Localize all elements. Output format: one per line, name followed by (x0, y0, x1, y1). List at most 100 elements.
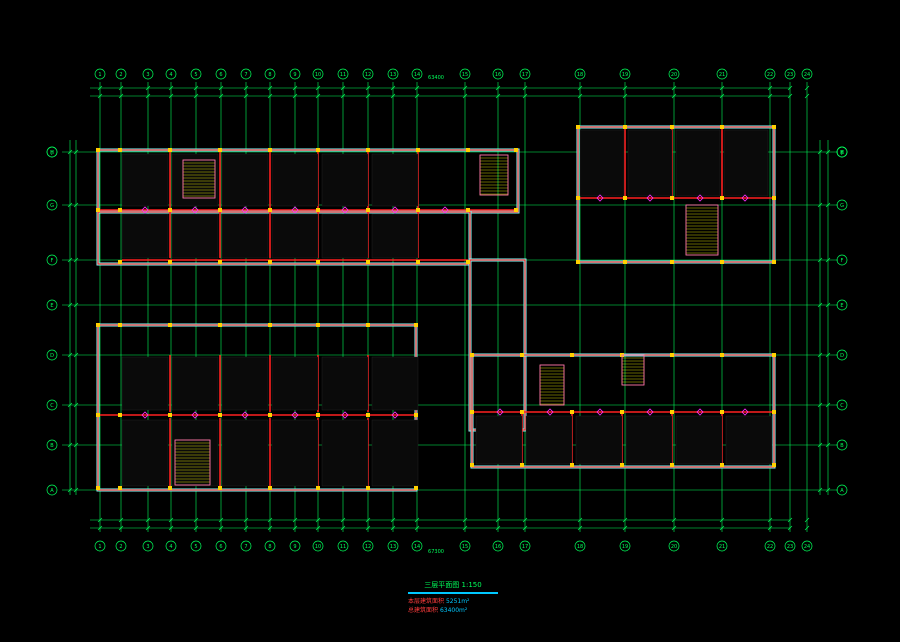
grid-bubble (337, 68, 349, 80)
dimension-tick (414, 517, 420, 523)
grid-bubble-label: A (840, 488, 844, 494)
column (316, 486, 320, 490)
room (371, 153, 419, 207)
dimension-tick (193, 93, 199, 99)
column (670, 410, 674, 414)
dimension-tick (193, 85, 199, 91)
column (168, 486, 172, 490)
dimension-tick (825, 487, 831, 493)
column (118, 208, 122, 212)
dimension-tick (73, 149, 79, 155)
grid-bubble (836, 254, 848, 266)
column (118, 148, 122, 152)
dimension-tick (315, 517, 321, 523)
dimension-tick (365, 93, 371, 99)
column (670, 196, 674, 200)
column (470, 410, 474, 414)
grid-bubble-label: D (50, 353, 54, 359)
dimension-tick (817, 202, 823, 208)
column (168, 413, 172, 417)
grid-bubble (337, 540, 349, 552)
grid-bubble (289, 540, 301, 552)
grid-bubble (46, 439, 58, 451)
grid-bubble-label: 2 (119, 72, 122, 78)
grid-bubble-label: 17 (522, 544, 528, 550)
column (520, 353, 524, 357)
grid-bubble-label: C (50, 403, 54, 409)
grid-bubble (411, 540, 423, 552)
column (772, 260, 776, 264)
drawing-title-block: 三层平面图 1:150 本层建筑面积 5251m² 总建筑面积 63400m² (408, 580, 498, 614)
connector-corridor-windows (468, 258, 527, 432)
wing-west-block-2 (97, 211, 471, 265)
grid-bubble-label: B (50, 443, 54, 449)
room (627, 129, 673, 197)
grid-bubble-label: 24 (804, 544, 810, 550)
dimension-tick (67, 202, 73, 208)
column (268, 260, 272, 264)
door-swing (546, 408, 554, 416)
room (221, 356, 269, 411)
dimension-tick (622, 93, 628, 99)
stair-block (685, 204, 719, 256)
grid-bubble (836, 349, 848, 361)
grid-bubble-label: J (840, 150, 842, 156)
room (171, 356, 219, 411)
grid-bubble-label: 9 (293, 72, 296, 78)
grid-bubble-label: H (840, 150, 844, 156)
stair-enclosure (685, 204, 719, 256)
dimension-tick (671, 525, 677, 531)
grid-bubble (165, 540, 177, 552)
grid-bubble (836, 199, 848, 211)
stair-enclosure (539, 364, 565, 406)
room (271, 213, 319, 259)
dimension-tick (825, 257, 831, 263)
grid-bubble (411, 68, 423, 80)
grid-bubble-label: 11 (340, 544, 346, 550)
grid-bubble (836, 146, 848, 158)
dimension-tick (671, 85, 677, 91)
room (121, 213, 169, 259)
door-swing (341, 206, 349, 214)
column (316, 260, 320, 264)
grid-bubble-label: A (50, 488, 54, 494)
door-swing (241, 206, 249, 214)
room (575, 415, 623, 465)
column (118, 413, 122, 417)
dimension-tick (315, 525, 321, 531)
dimension-tick (73, 442, 79, 448)
column (268, 413, 272, 417)
column (118, 486, 122, 490)
grid-bubble-label: 18 (577, 544, 583, 550)
column (268, 148, 272, 152)
column (670, 353, 674, 357)
column (268, 486, 272, 490)
column (520, 410, 524, 414)
dimension-tick (577, 525, 583, 531)
dimension-tick (719, 93, 725, 99)
grid-bubble-label: B (840, 443, 844, 449)
column (366, 148, 370, 152)
grid-bubble-label: 4 (169, 544, 172, 550)
dimension-tick (168, 517, 174, 523)
grid-bubble (289, 68, 301, 80)
grid-bubble-label: 5 (194, 72, 197, 78)
grid-bubble-label: G (50, 203, 54, 209)
dimension-tick (804, 517, 810, 523)
grid-bubble-label: 16 (495, 72, 501, 78)
dimension-tick (767, 93, 773, 99)
dimension-tick (622, 517, 628, 523)
grid-bubble (716, 68, 728, 80)
dimension-tick (73, 202, 79, 208)
grid-bubble-label: 8 (268, 72, 271, 78)
dimension-tick (67, 487, 73, 493)
grid-bubble (46, 399, 58, 411)
grid-bubble (312, 540, 324, 552)
dimension-tick (365, 85, 371, 91)
grid-bubble (784, 540, 796, 552)
dimension-tick (817, 149, 823, 155)
dimension-tick (365, 517, 371, 523)
grid-bubble-label: 15 (462, 72, 468, 78)
dimension-tick (804, 93, 810, 99)
room (525, 415, 573, 465)
